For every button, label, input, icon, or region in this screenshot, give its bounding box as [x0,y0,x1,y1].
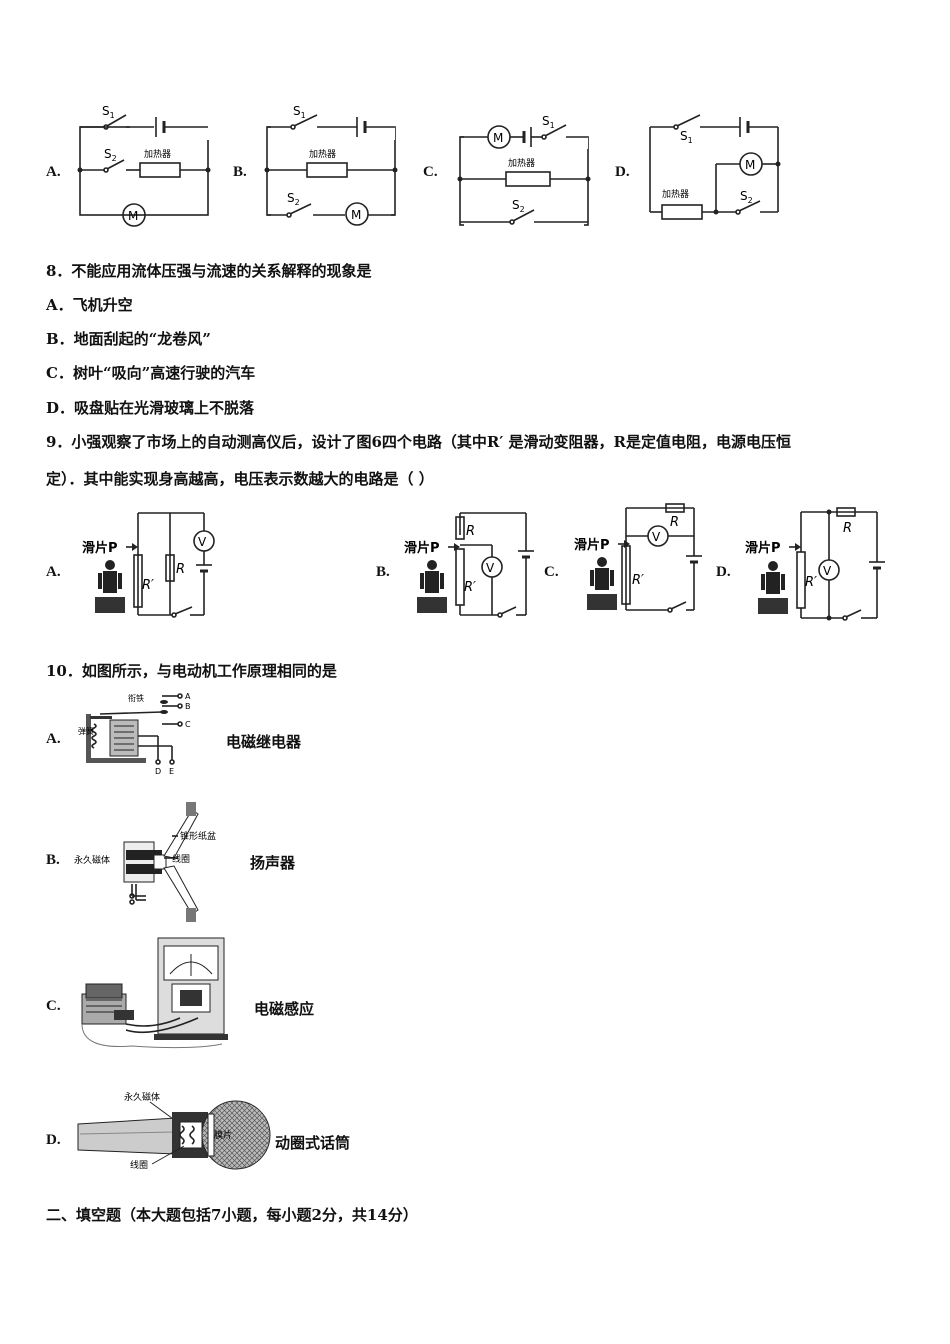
svg-text:R′: R′ [805,575,817,590]
q10-b-caption: 扬声器 [250,854,296,872]
q10-stem: 10．如图所示，与电动机工作原理相同的是 [46,662,337,680]
svg-text:D: D [155,767,161,776]
q10-c-caption: 电磁感应 [254,1000,315,1018]
svg-text:滑片P: 滑片P [745,540,781,556]
q9-option-a-letter: A. [46,564,61,580]
svg-text:V: V [823,564,832,578]
svg-text:B: B [185,702,191,711]
svg-text:C: C [185,720,191,729]
q10-option-a-letter: A. [46,731,61,747]
svg-text:M: M [493,131,503,145]
q9-b-person-icon [417,560,447,613]
q10-c-induction-figure [81,937,228,1049]
q7-circuit-d: S1 M 加热器 S2 [649,114,781,220]
q10-d-microphone-figure: 永久磁体 膜片 线圈 [77,1091,271,1171]
q9-option-c-letter: C. [544,564,559,580]
svg-text:R′: R′ [464,580,476,595]
q9-c-person-icon [587,557,617,610]
q8-option-d: D．吸盘贴在光滑玻璃上不脱落 [46,399,255,417]
svg-text:衔铁: 衔铁 [128,693,144,703]
svg-text:弹簧: 弹簧 [78,726,94,736]
q9-a-slider-label: 滑片P [82,540,118,556]
q10-a-relay-figure: 衔铁 弹簧 A B C D E [78,692,191,776]
q8-option-b: B．地面刮起的“龙卷风” [46,330,211,348]
svg-text:R′: R′ [142,578,154,593]
q7-option-b-letter: B. [233,164,247,180]
q10-option-d-letter: D. [46,1132,61,1148]
svg-text:E: E [169,767,174,776]
q8-option-a: A．飞机升空 [46,296,133,314]
q9-circuit-a: 滑片P R R′ V [82,512,215,618]
q10-option-b-letter: B. [46,852,60,868]
q9-stem-line1: 9．小强观察了市场上的自动测高仪后，设计了图6四个电路（其中R′ 是滑动变阻器，… [46,433,791,451]
svg-text:S2: S2 [512,198,525,214]
svg-text:加热器: 加热器 [309,148,336,160]
svg-text:V: V [486,561,495,575]
svg-text:线圈: 线圈 [172,853,190,865]
svg-text:S1: S1 [680,129,693,145]
q7-option-c-letter: C. [423,164,438,180]
q7-circuit-a: S1 S2 加热器 M [77,104,211,227]
q8-option-c: C．树叶“吸向”高速行驶的汽车 [46,364,256,382]
q9-d-person-icon [758,561,788,614]
q7-a-motor-label: M [128,209,138,223]
svg-text:S1: S1 [542,114,555,130]
svg-text:M: M [745,158,755,172]
svg-text:V: V [652,530,661,544]
q9-circuit-c: 滑片P R V R′ [574,503,702,613]
svg-text:R: R [670,515,679,530]
svg-text:R: R [466,524,475,539]
q7-circuit-b: S1 加热器 S2 M [264,104,398,226]
q10-d-caption: 动圈式话筒 [275,1134,351,1152]
svg-text:永久磁体: 永久磁体 [74,854,110,866]
galvanometer-icon [154,937,228,1040]
q7-a-heater-label: 加热器 [144,148,171,160]
svg-text:M: M [351,208,361,222]
svg-text:锥形纸盆: 锥形纸盆 [180,830,216,842]
svg-text:R′: R′ [632,573,644,588]
q9-a-person-icon [95,560,125,613]
q7-a-s1-label: S1 [102,104,115,120]
svg-text:膜片: 膜片 [214,1129,232,1141]
svg-text:S2: S2 [287,191,300,207]
q10-b-speaker-figure: 永久磁体 锥形纸盆 线圈 [74,802,216,922]
section2-heading: 二、填空题（本大题包括7小题，每小题2分，共14分） [46,1206,418,1224]
svg-text:S2: S2 [104,147,117,163]
q7-circuit-c: M S1 加热器 S2 [457,114,591,230]
svg-text:永久磁体: 永久磁体 [124,1091,160,1103]
q10-option-c-letter: C. [46,998,61,1014]
q9-circuit-b: 滑片P R R′ V [404,512,534,618]
svg-text:V: V [198,535,207,549]
q9-option-b-letter: B. [376,564,390,580]
svg-text:加热器: 加热器 [662,188,689,200]
svg-text:滑片P: 滑片P [574,537,610,553]
svg-text:S1: S1 [293,104,306,120]
svg-text:滑片P: 滑片P [404,540,440,556]
svg-text:R: R [176,562,185,577]
q7-option-d-letter: D. [615,164,630,180]
q9-stem-line2: 定）．其中能实现身高越高，电压表示数越大的电路是（ ） [46,470,434,488]
q8-stem: 8．不能应用流体压强与流速的关系解释的现象是 [46,262,372,280]
q9-option-d-letter: D. [716,564,731,580]
svg-text:加热器: 加热器 [508,157,535,169]
q10-a-caption: 电磁继电器 [226,733,302,751]
q7-option-a-letter: A. [46,164,61,180]
magnet-coil-icon [81,983,134,1025]
svg-text:A: A [185,692,191,701]
q9-circuit-d: 滑片P R R′ V [745,507,885,621]
svg-text:R: R [843,521,852,536]
svg-text:线圈: 线圈 [130,1159,148,1171]
svg-text:S2: S2 [740,189,753,205]
